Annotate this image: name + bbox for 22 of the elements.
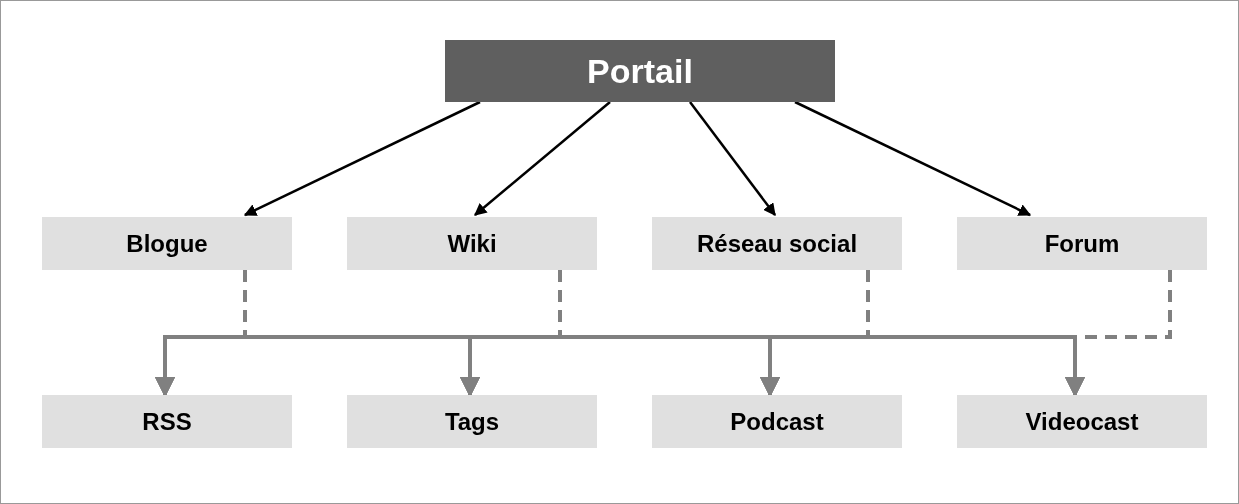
root-box [445,40,835,102]
topic-box [347,217,597,270]
node-label: Blogue [126,229,208,258]
topic-box [347,395,597,448]
topic-box [652,395,902,448]
node-label: Podcast [730,407,824,436]
node-label: RSS [142,407,192,436]
arrow [243,100,481,217]
node-label: Portail [587,51,693,91]
node-label: Forum [1044,229,1120,258]
topic-box [42,217,292,270]
node-label: Tags [444,407,500,436]
arrow [794,100,1032,217]
topic-box [652,217,902,270]
arrow [474,101,611,216]
topic-box [957,395,1207,448]
node-label: Réseau social [696,229,858,258]
arrow [689,101,776,216]
node-label: Videocast [1025,407,1139,436]
topic-box [42,395,292,448]
topic-box [957,217,1207,270]
node-label: Wiki [447,229,497,258]
